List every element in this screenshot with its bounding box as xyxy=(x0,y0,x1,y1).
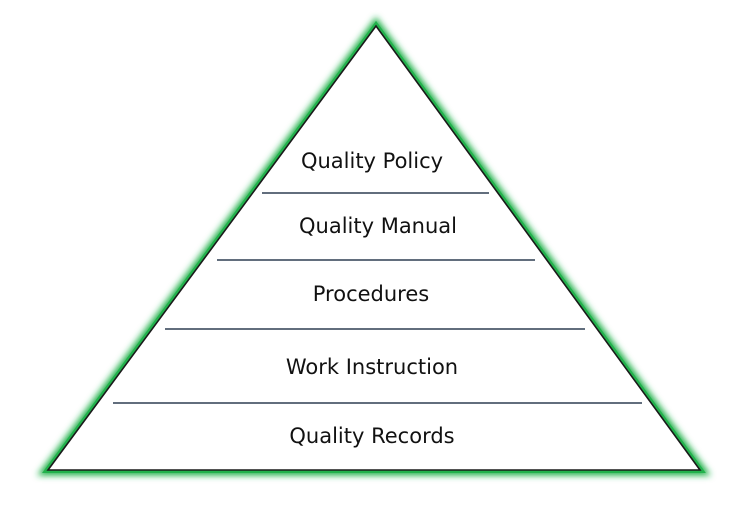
level-label-work-instruction: Work Instruction xyxy=(286,355,458,379)
pyramid-outline xyxy=(46,24,702,471)
level-label-quality-policy: Quality Policy xyxy=(301,149,443,173)
level-label-quality-manual: Quality Manual xyxy=(299,214,457,238)
level-label-procedures: Procedures xyxy=(313,282,429,306)
level-label-quality-records: Quality Records xyxy=(289,424,454,448)
